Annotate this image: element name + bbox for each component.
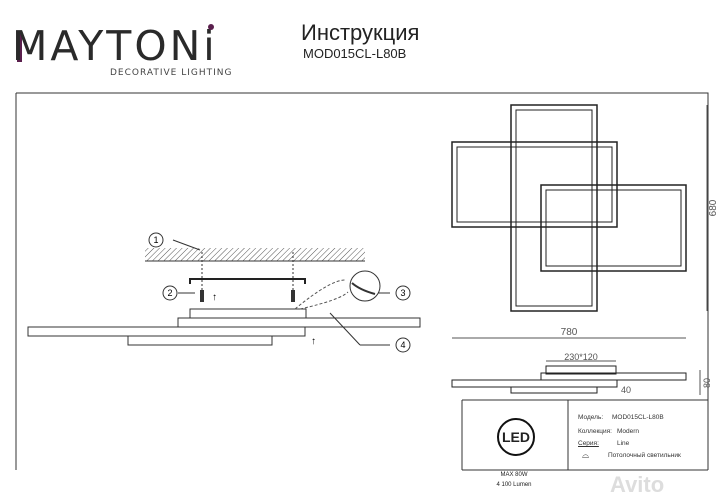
width-dimension: 780 — [561, 327, 578, 338]
led-badge: LED — [497, 418, 535, 456]
wire-detail-leader — [294, 279, 349, 310]
watermark: Avito — [610, 472, 665, 497]
frame-top — [177, 317, 421, 328]
logo-accent — [17, 32, 22, 62]
callout-2 — [162, 285, 178, 301]
depth-dimension: 80 — [702, 378, 712, 388]
ceiling-lamp-icon: ⌓ — [582, 450, 590, 460]
callout-3-label: 3 — [400, 288, 405, 298]
power-rating: MAX 80W — [500, 472, 528, 478]
collection-value: Modern — [617, 428, 640, 435]
sheet-frame — [15, 92, 709, 470]
brand-logo: MAYTONi — [12, 22, 218, 70]
model-value: MOD015CL-L80B — [612, 414, 664, 421]
model-label: Модель: — [578, 414, 604, 421]
top-view — [451, 104, 708, 395]
leader-4 — [329, 312, 361, 346]
series-label: Серия: — [578, 440, 599, 447]
callout-1-label: 1 — [153, 235, 158, 245]
series-value: Line — [617, 440, 630, 447]
frame-rect-right — [540, 184, 687, 272]
callout-4-label: 4 — [400, 340, 405, 350]
callout-1 — [148, 232, 164, 248]
ceiling-hatch — [145, 248, 365, 261]
lamp-type: Потолочный светильник — [608, 452, 681, 459]
wire-detail — [351, 282, 376, 295]
frame-middle — [27, 326, 306, 337]
model-number: MOD015CL-L80B — [303, 46, 407, 61]
frame-bottom — [127, 335, 273, 346]
collection-label: Коллекция: — [578, 428, 612, 435]
canopy — [189, 308, 307, 319]
callout-4 — [395, 337, 411, 353]
leader-1 — [172, 239, 201, 251]
installation-diagram: 1 2 3 4 ↑ ↑ — [27, 232, 421, 353]
page-title: Инструкция — [301, 20, 420, 45]
arrow-up-icon: ↑ — [311, 336, 316, 347]
arrow-up-icon: ↑ — [212, 292, 217, 303]
height-dimension: 680 — [708, 199, 719, 216]
callout-2-label: 2 — [167, 288, 172, 298]
screw-left — [200, 290, 204, 302]
brand-tagline: DECORATIVE LIGHTING — [110, 68, 233, 78]
offset-dimension: 40 — [621, 385, 631, 395]
screw-right — [291, 290, 295, 302]
side-canopy — [545, 365, 617, 375]
mounting-bracket — [189, 278, 306, 284]
logo-dot — [208, 24, 214, 30]
side-frame-bottom — [510, 386, 598, 394]
base-dimension: 230*120 — [564, 352, 598, 362]
lumen-rating: 4 100 Lumen — [496, 482, 532, 488]
side-frame-middle — [451, 379, 618, 388]
callout-3 — [395, 285, 411, 301]
frame-rect-vertical — [510, 104, 598, 312]
